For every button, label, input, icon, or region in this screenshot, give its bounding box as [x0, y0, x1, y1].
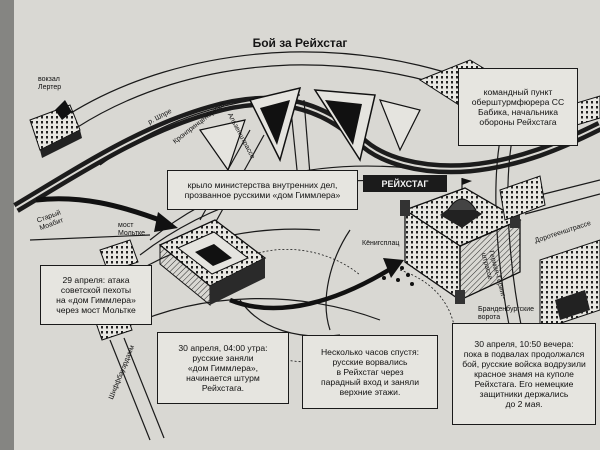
lehrter-station-building	[29, 100, 82, 158]
label-lehrter-line-1: вокзал	[38, 76, 60, 83]
callout-evening-line-4: красное знамя на куполе	[474, 369, 574, 379]
callout-evening-line-2: пока в подвалах продолжался	[463, 349, 585, 359]
map-title: Бой за Рейхстаг	[252, 36, 348, 50]
callout-april29-line-2: советской пехоты	[60, 285, 132, 295]
brandenburg-gate-buildings	[499, 175, 600, 331]
callout-later-line-3: в Рейхстаг через	[336, 367, 404, 377]
callout-evening-line-6: защитники держались	[479, 389, 569, 399]
callout-later-line-2: русские ворвались	[332, 357, 408, 367]
callout-evening-line-3: бой, русские войска водрузили	[462, 359, 586, 369]
label-brandenburg-gate: Бранденбургские ворота	[478, 306, 534, 322]
arrow-head-2	[383, 258, 404, 278]
label-konigsplatz: Кёнигсплац	[362, 240, 400, 247]
callout-evening-line-7: до 2 мая.	[505, 399, 543, 409]
reichstag-building	[400, 178, 522, 304]
callout-later-line-4: парадный вход и заняли	[321, 377, 419, 387]
label-lehrter-line-2: Лертер	[38, 84, 62, 91]
city-blocks	[198, 86, 421, 172]
callout-morning-line-1: 30 апреля, 04:00 утра:	[178, 343, 268, 353]
himmler-house-building	[158, 219, 267, 307]
reichstag-label: РЕЙХСТАГ	[363, 175, 447, 192]
callout-april-30-morning: 30 апреля, 04:00 утра: русские заняли «д…	[157, 332, 289, 404]
callout-april-29: 29 апреля: атака советской пехоты на «до…	[40, 265, 152, 325]
callout-evening-line-1: 30 апреля, 10:50 вечера:	[474, 339, 574, 349]
callout-later-line-1: Несколько часов спустя:	[320, 347, 420, 357]
callout-april-30-evening: 30 апреля, 10:50 вечера: пока в подвалах…	[452, 323, 596, 425]
callout-evening-line-5: Рейхстага. Его немецкие	[474, 379, 574, 389]
callout-command-post: командный пункт оберштурмфюрера СС Бабик…	[458, 68, 578, 146]
callout-april29-line-1: 29 апреля: атака	[62, 275, 130, 285]
callout-morning-line-3: «дом Гиммлера»,	[187, 363, 259, 373]
label-moltke-line-1: мост	[118, 222, 134, 229]
callout-ministry-line-2: прозванное русскими «дом Гиммлера»	[184, 190, 341, 200]
callout-morning-line-4: начинается штурм	[186, 373, 260, 383]
label-lehrter-station: вокзал Лертер	[38, 76, 61, 92]
callout-later-line-5: верхние этажи.	[339, 387, 401, 397]
callout-morning-line-2: русские заняли	[192, 353, 254, 363]
label-brandenburg-line-1: Бранденбургские	[478, 306, 535, 313]
attack-arrows	[35, 196, 404, 311]
label-moltke-bridge: мост Мольтке	[118, 222, 145, 238]
callout-morning-line-5: Рейхстага.	[201, 383, 245, 393]
callout-april29-line-3: на «дом Гиммлера»	[56, 295, 136, 305]
arrow-head-1	[154, 212, 178, 232]
callout-ministry-line-1: крыло министерства внутренних дел,	[187, 180, 338, 190]
page-shadow-left	[0, 0, 14, 450]
callout-hours-later: Несколько часов спустя: русские ворвалис…	[302, 335, 438, 409]
label-brandenburg-line-2: ворота	[478, 314, 501, 321]
callout-command-line-4: обороны Рейхстага	[479, 117, 557, 127]
callout-command-line-2: оберштурмфюрера СС	[471, 97, 565, 107]
callout-command-line-1: командный пункт	[483, 87, 553, 97]
callout-ministry-wing: крыло министерства внутренних дел, прозв…	[167, 170, 358, 210]
callout-command-line-3: Бабика, начальника	[477, 107, 558, 117]
callout-april29-line-4: через мост Мольтке	[56, 305, 136, 315]
label-moltke-line-2: Мольтке	[118, 230, 146, 237]
